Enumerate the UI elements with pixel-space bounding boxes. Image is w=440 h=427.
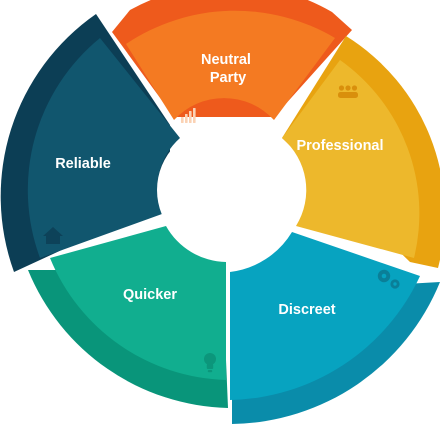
segment-quicker-body xyxy=(50,226,226,380)
segment-discreet-label: Discreet xyxy=(278,302,335,318)
segment-reliable-label: Reliable xyxy=(55,156,111,172)
segment-quicker-label: Quicker xyxy=(123,287,177,303)
segment-professional-label: Professional xyxy=(296,138,383,154)
svg-text:Neutral Party: Neutral Party xyxy=(201,52,255,86)
segment-reliable: Reliable xyxy=(0,14,180,272)
segment-quicker: Quicker xyxy=(28,226,228,408)
home-icon xyxy=(43,227,63,244)
svg-text:Discreet: Discreet xyxy=(278,302,335,318)
svg-text:Reliable: Reliable xyxy=(55,156,111,172)
center-hole xyxy=(157,126,285,254)
segment-neutral-party-label-line2: Party xyxy=(210,70,246,86)
segment-neutral-party-label-line1: Neutral xyxy=(201,52,251,68)
segment-professional: Professional xyxy=(282,36,440,268)
segment-discreet: Discreet xyxy=(230,232,440,424)
svg-text:Quicker: Quicker xyxy=(123,287,177,303)
segment-neutral-party: Neutral Party xyxy=(112,0,352,123)
segment-discreet-body xyxy=(230,232,420,400)
segment-reliable-body xyxy=(27,38,180,258)
segment-neutral-party-body xyxy=(126,10,335,120)
lightbulb-icon xyxy=(204,353,216,373)
segment-professional-body xyxy=(282,60,420,258)
svg-text:Professional: Professional xyxy=(296,138,383,154)
bar-chart-icon xyxy=(181,108,196,123)
people-icon xyxy=(338,85,358,98)
